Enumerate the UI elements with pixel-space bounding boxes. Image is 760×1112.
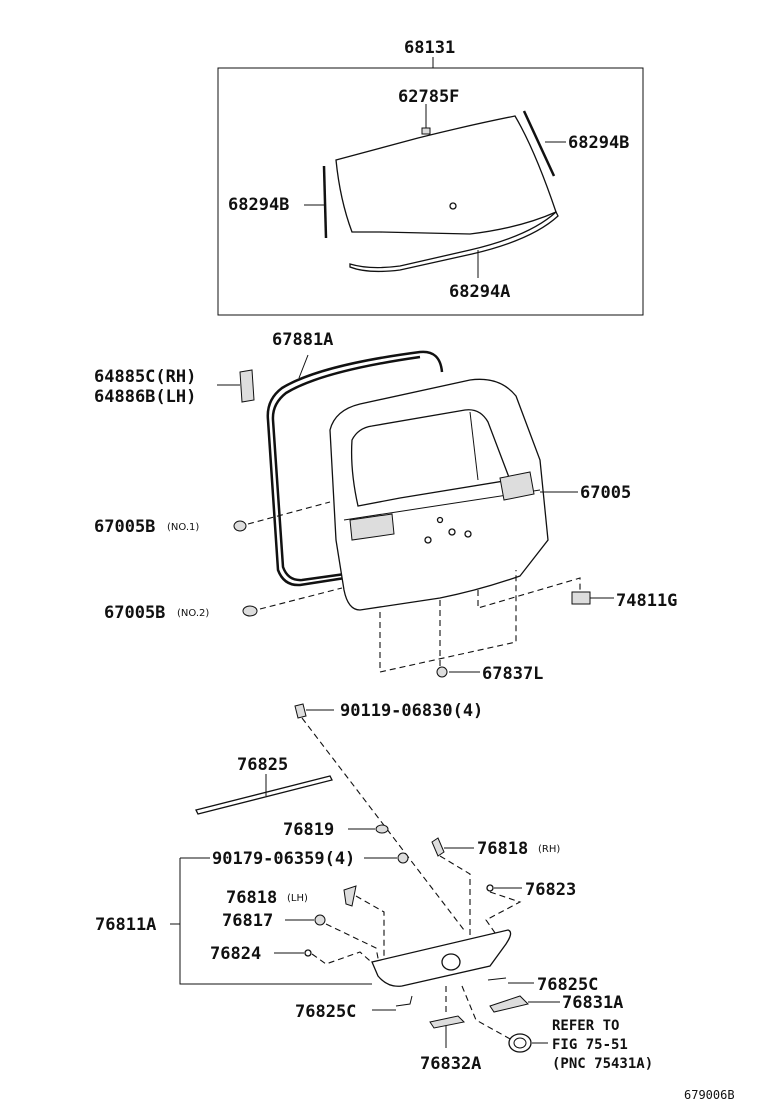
piece-76831A: [489, 995, 529, 1013]
door-group: 67881A 64885C(RH) 64886B(LH) 67005 67005…: [94, 330, 677, 684]
back-door-window-opening: [350, 409, 511, 507]
label-76818-rh[interactable]: 76818: [477, 839, 528, 859]
label-74811G[interactable]: 74811G: [616, 591, 677, 611]
label-76819[interactable]: 76819: [283, 820, 334, 840]
label-64886B[interactable]: 64886B(LH): [94, 387, 196, 407]
nut-76819: [375, 824, 389, 834]
lamp-left: [349, 513, 395, 541]
label-90119[interactable]: 90119-06830(4): [340, 701, 483, 721]
label-68294B-left[interactable]: 68294B: [228, 195, 289, 215]
emblem: [508, 1033, 532, 1053]
bracket-76818-lh: [343, 885, 357, 907]
label-67837L[interactable]: 67837L: [482, 664, 543, 684]
molding-right: [522, 110, 556, 177]
stopper: [239, 369, 255, 403]
tag-rh: (RH): [538, 844, 560, 855]
label-76832A[interactable]: 76832A: [420, 1054, 481, 1074]
label-76825C-left[interactable]: 76825C: [295, 1002, 356, 1022]
label-76817[interactable]: 76817: [222, 911, 273, 931]
label-62785F[interactable]: 62785F: [398, 87, 459, 107]
label-76825C-right[interactable]: 76825C: [537, 975, 598, 995]
back-glass: [335, 115, 557, 235]
label-68131[interactable]: 68131: [404, 38, 455, 58]
tag-lh: (LH): [287, 893, 308, 904]
screw: [294, 703, 307, 719]
tag-no2: (NO.2): [177, 608, 209, 619]
label-76825[interactable]: 76825: [237, 755, 288, 775]
clip-76817: [314, 914, 326, 926]
label-76818-lh[interactable]: 76818: [226, 888, 277, 908]
label-68294A[interactable]: 68294A: [449, 282, 510, 302]
clip-76823: [486, 884, 494, 892]
label-67005B-no1[interactable]: 67005B: [94, 517, 155, 537]
ref-line-2[interactable]: FIG 75-51: [552, 1037, 628, 1053]
label-64885C[interactable]: 64885C(RH): [94, 367, 196, 387]
cushion-no2: [242, 605, 258, 617]
bracket-76818-rh: [431, 837, 445, 857]
label-76823[interactable]: 76823: [525, 880, 576, 900]
ref-line-3: (PNC 75431A): [552, 1056, 653, 1072]
glass-hole: [449, 202, 457, 210]
emblem-seat: [441, 953, 461, 971]
clip-76824: [304, 949, 312, 957]
label-67005[interactable]: 67005: [580, 483, 631, 503]
ref-line-1: REFER TO: [552, 1018, 619, 1034]
label-76831A[interactable]: 76831A: [562, 993, 623, 1013]
label-90179[interactable]: 90179-06359(4): [212, 849, 355, 869]
nut-90179: [397, 852, 409, 864]
label-67881A[interactable]: 67881A: [272, 330, 333, 350]
label-68294B-right[interactable]: 68294B: [568, 133, 629, 153]
label-67005B-no2[interactable]: 67005B: [104, 603, 165, 623]
garnish-group: 90119-06830(4) 76825 76819 90179-06359(4…: [95, 701, 653, 1074]
piece-76832A: [429, 1015, 466, 1029]
clip-67837L: [436, 666, 448, 678]
cushion-no1: [233, 520, 247, 532]
molding-bottom: [349, 210, 559, 273]
label-76811A[interactable]: 76811A: [95, 915, 156, 935]
weatherstrip: [266, 350, 444, 587]
garnish-assy: [371, 929, 512, 987]
tag-no1: (NO.1): [167, 522, 199, 533]
molding-76825: [195, 775, 333, 815]
figure-code: 679006B: [684, 1088, 735, 1102]
glass-group: 68131 62785F 68294B 68294B 68294A: [217, 38, 644, 316]
clip-62785F: [421, 127, 431, 135]
molding-left: [322, 165, 328, 239]
lamp-right: [499, 471, 535, 501]
label-76824[interactable]: 76824: [210, 944, 261, 964]
glass-group-box: [217, 67, 644, 316]
clip-74811G: [571, 591, 591, 605]
